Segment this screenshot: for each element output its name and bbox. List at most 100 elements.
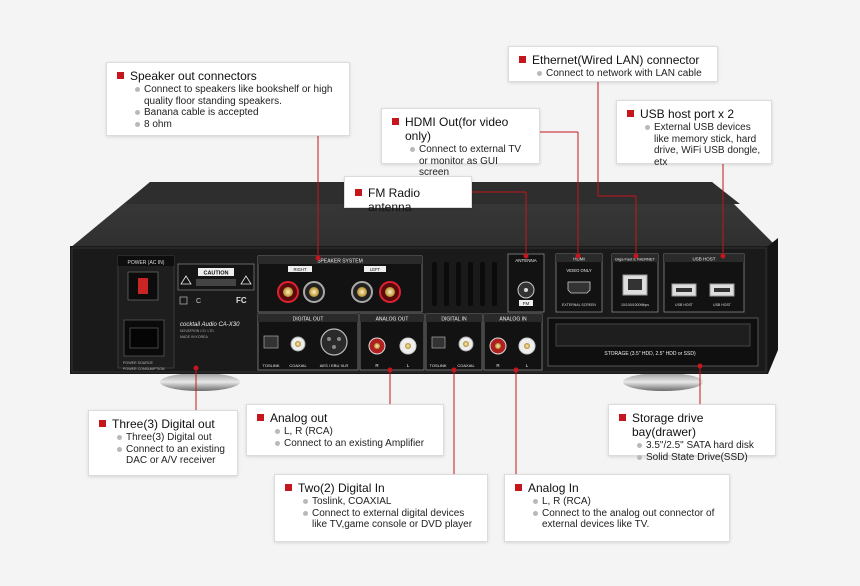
callout-item: L, R (RCA) bbox=[275, 426, 433, 438]
bullet-dot-icon bbox=[135, 87, 140, 92]
bullet-dot-icon bbox=[410, 147, 415, 152]
digital-in-panel: DIGITAL IN TOSLINK COAXIAL bbox=[425, 313, 483, 371]
speaker-system-panel: SPEAKER SYSTEM RIGHT LEFT bbox=[257, 255, 423, 313]
antenna-panel: ANTENNA FM bbox=[507, 253, 545, 313]
speaker-system-label: SPEAKER SYSTEM bbox=[317, 259, 363, 265]
external-screen-label: EXTERNAL SCREEN bbox=[562, 303, 596, 307]
speaker-terminals bbox=[277, 281, 401, 303]
callout-digital-out: Three(3) Digital out Three(3) Digital ou… bbox=[88, 410, 238, 476]
bullet-dot-icon bbox=[533, 510, 538, 516]
callout-speaker-items: Connect to speakers like bookshelf or hi… bbox=[135, 84, 339, 130]
callout-item: Connect to an existing DAC or A/V receiv… bbox=[117, 444, 227, 467]
callout-item-text: 8 ohm bbox=[144, 118, 172, 130]
callout-digital-in-title: Two(2) Digital In bbox=[298, 481, 385, 495]
callout-ethernet: Ethernet(Wired LAN) connector Connect to… bbox=[508, 46, 718, 82]
svg-text:FC: FC bbox=[236, 296, 247, 305]
callout-hdmi-title: HDMI Out(for video only) bbox=[405, 115, 509, 143]
callout-analog-in-items: L, R (RCA)Connect to the analog out conn… bbox=[533, 496, 719, 531]
analog-in-l-label: L bbox=[526, 363, 529, 368]
callout-analog-out-items: L, R (RCA)Connect to an existing Amplifi… bbox=[275, 426, 433, 449]
callout-item-text: Connect to network with LAN cable bbox=[546, 68, 702, 79]
video-only-label: VIDEO ONLY bbox=[566, 268, 591, 273]
callout-item: Toslink, COAXIAL bbox=[303, 496, 477, 508]
callout-hdmi-items: Connect to external TV or monitor as GUI… bbox=[410, 144, 529, 179]
storage-drawer: STORAGE (3.5" HDD, 2.5" HDD or SSD) bbox=[547, 317, 759, 367]
callout-item-text: Connect to the analog out connector of e… bbox=[542, 507, 715, 531]
bullet-square-icon bbox=[627, 110, 634, 117]
callout-usb-items: External USB devices like memory stick, … bbox=[645, 122, 761, 168]
bullet-dot-icon bbox=[637, 443, 642, 448]
brand-label: cocktail Audio CA-X30 bbox=[180, 322, 240, 328]
callout-item: Connect to network with LAN cable bbox=[537, 68, 707, 80]
callout-item-text: L, R (RCA) bbox=[542, 496, 591, 507]
analog-in-r-label: R bbox=[496, 363, 500, 368]
callout-item-text: External USB devices like memory stick, … bbox=[654, 122, 761, 168]
digital-out-panel: DIGITAL OUT TOSLINK COAXIAL AES / EBU XL… bbox=[257, 313, 359, 371]
callout-speaker: Speaker out connectors Connect to speake… bbox=[106, 62, 350, 136]
callout-analog-out: Analog out L, R (RCA)Connect to an exist… bbox=[246, 404, 444, 456]
svg-text:C: C bbox=[196, 298, 201, 305]
bullet-dot-icon bbox=[135, 110, 140, 115]
callout-analog-in-title: Analog In bbox=[528, 481, 579, 495]
ethernet-panel: Giga Fast ETHERNET 10/100/1000Mbps bbox=[611, 253, 659, 313]
callout-analog-in: Analog In L, R (RCA)Connect to the analo… bbox=[504, 474, 730, 542]
hdmi-label: HDMI bbox=[573, 257, 585, 262]
bullet-square-icon bbox=[619, 414, 626, 421]
aes-label: AES / EBU XLR bbox=[320, 363, 349, 368]
callout-storage-title: Storage drive bay(drawer) bbox=[632, 411, 704, 439]
callout-ethernet-items: Connect to network with LAN cable bbox=[537, 68, 707, 80]
digital-out-coaxial-label: COAXIAL bbox=[289, 363, 307, 368]
callout-usb-title: USB host port x 2 bbox=[640, 107, 735, 121]
callout-fm-title: FM Radio antenna bbox=[368, 186, 421, 214]
usb-panel: USB HOST USB HOST USB HOST bbox=[663, 253, 745, 313]
bullet-dot-icon bbox=[275, 440, 280, 446]
callout-item-text: Three(3) Digital out bbox=[126, 432, 212, 443]
analog-out-label: ANALOG OUT bbox=[376, 317, 409, 323]
bullet-square-icon bbox=[285, 484, 292, 491]
bullet-dot-icon bbox=[637, 454, 642, 460]
bullet-dot-icon bbox=[537, 71, 542, 76]
caution-area: CAUTION C FC cocktail Audio CA-X30 NOVAT… bbox=[177, 263, 255, 339]
usb-host-label: USB HOST bbox=[692, 257, 715, 262]
digital-in-label: DIGITAL IN bbox=[441, 317, 467, 323]
bullet-dot-icon bbox=[135, 121, 140, 127]
left-label: LEFT bbox=[370, 267, 381, 272]
analog-in-label: ANALOG IN bbox=[499, 317, 527, 323]
bullet-square-icon bbox=[355, 189, 362, 196]
callout-item-text: Connect to an existing DAC or A/V receiv… bbox=[126, 443, 225, 467]
bullet-dot-icon bbox=[533, 499, 538, 504]
storage-label: STORAGE (3.5" HDD, 2.5" HDD or SSD) bbox=[604, 351, 696, 357]
callout-digital-out-title: Three(3) Digital out bbox=[112, 417, 215, 431]
callout-item: Banana cable is accepted bbox=[135, 107, 339, 119]
bullet-square-icon bbox=[392, 118, 399, 125]
digital-out-label: DIGITAL OUT bbox=[293, 317, 324, 323]
callout-item: Connect to external digital devices like… bbox=[303, 508, 477, 531]
made-in-label: MADE IN KOREA bbox=[180, 335, 208, 339]
right-label: RIGHT bbox=[293, 267, 306, 272]
power-section: POWER (AC IN) POWER SOURCE POWER CONSUMP… bbox=[117, 255, 175, 371]
analog-out-r-label: R bbox=[375, 363, 379, 368]
antenna-label: ANTENNA bbox=[515, 258, 537, 263]
callout-item-text: Toslink, COAXIAL bbox=[312, 496, 392, 507]
callout-storage: Storage drive bay(drawer) 3.5"/2.5" SATA… bbox=[608, 404, 776, 463]
callout-item-text: 3.5"/2.5" SATA hard disk bbox=[646, 440, 754, 451]
hdmi-panel: HDMI VIDEO ONLY EXTERNAL SCREEN bbox=[555, 253, 603, 313]
bullet-dot-icon bbox=[303, 499, 308, 504]
callout-item-text: Connect to speakers like bookshelf or hi… bbox=[144, 84, 333, 107]
callout-item: Solid State Drive(SSD) bbox=[637, 452, 765, 464]
bullet-dot-icon bbox=[117, 446, 122, 452]
digital-in-toslink-label: TOSLINK bbox=[429, 363, 446, 368]
ethernet-speed-label: 10/100/1000Mbps bbox=[621, 303, 649, 307]
analog-out-l-label: L bbox=[407, 363, 410, 368]
callout-item-text: Connect to external digital devices like… bbox=[312, 507, 473, 531]
bullet-dot-icon bbox=[275, 429, 280, 434]
callout-item-text: Connect to an existing Amplifier bbox=[284, 437, 425, 449]
bullet-dot-icon bbox=[645, 125, 650, 130]
callout-item: L, R (RCA) bbox=[533, 496, 719, 508]
bullet-square-icon bbox=[117, 72, 124, 79]
fm-label: FM bbox=[523, 301, 530, 306]
device-feet bbox=[160, 373, 703, 391]
